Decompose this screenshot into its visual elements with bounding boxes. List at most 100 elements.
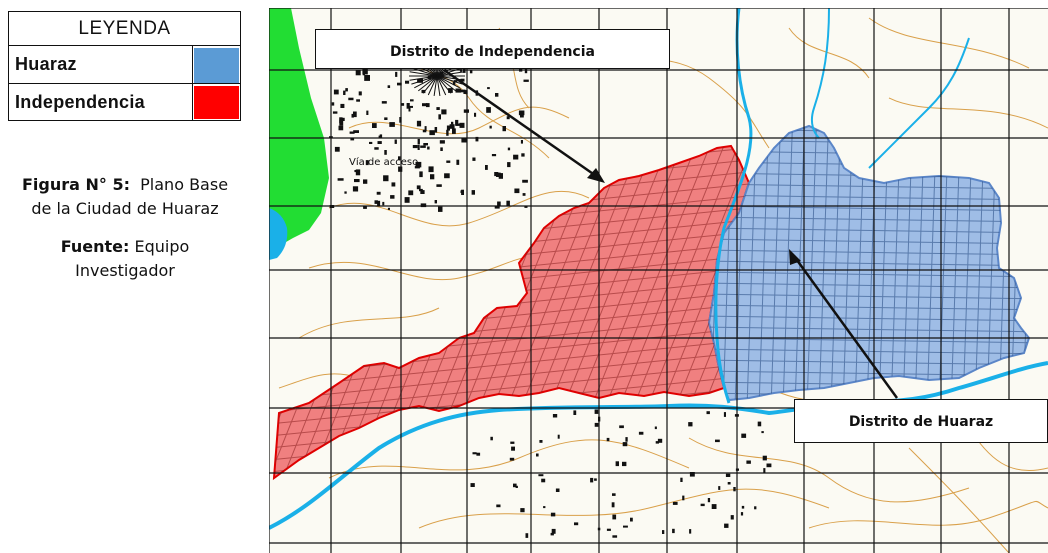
legend-divider: [192, 46, 193, 121]
building: [440, 147, 443, 151]
building: [555, 488, 560, 492]
building: [398, 166, 403, 172]
source-label: Fuente:: [60, 237, 130, 256]
arrow-huaraz: [792, 255, 899, 399]
building: [725, 473, 731, 477]
building: [715, 439, 720, 443]
building: [557, 434, 560, 439]
building: [511, 446, 515, 451]
building: [355, 69, 361, 76]
contour-line: [888, 97, 1048, 129]
building: [612, 514, 617, 520]
contour-line: [328, 439, 690, 479]
street-name: Vía de acceso: [349, 156, 418, 168]
building: [459, 69, 462, 72]
building: [507, 147, 511, 151]
building: [470, 483, 475, 487]
building: [472, 157, 476, 161]
building: [461, 137, 467, 143]
building: [762, 455, 767, 461]
building: [525, 533, 529, 538]
building: [509, 457, 515, 461]
building: [491, 154, 497, 157]
building: [498, 173, 503, 179]
building: [730, 515, 734, 520]
building: [419, 171, 423, 178]
building: [654, 426, 657, 430]
building: [761, 431, 764, 434]
building: [453, 80, 458, 83]
building: [353, 130, 359, 133]
building: [733, 487, 736, 492]
building: [606, 528, 611, 531]
contour-line: [348, 106, 570, 135]
building: [446, 129, 449, 136]
building: [382, 201, 385, 206]
arrow-head-independencia: [587, 168, 605, 183]
building: [520, 140, 523, 144]
building: [740, 512, 744, 516]
figure-description: Plano Base de la Ciudad de Huaraz: [31, 175, 229, 218]
building: [404, 197, 410, 203]
building: [486, 107, 491, 113]
building: [630, 517, 633, 522]
building: [475, 136, 479, 142]
city-map: Vía de acceso Distrito de Independencia …: [269, 8, 1048, 553]
building: [420, 203, 427, 208]
park-area: [269, 8, 329, 248]
building: [622, 442, 628, 447]
building: [552, 414, 558, 418]
radial-road: [436, 75, 447, 96]
building: [460, 190, 464, 193]
building: [469, 70, 473, 74]
building: [474, 112, 477, 117]
building: [341, 117, 345, 121]
building: [510, 441, 515, 444]
building: [419, 188, 423, 192]
label-independencia: Distrito de Independencia: [315, 29, 670, 69]
building: [405, 80, 410, 84]
building: [390, 195, 395, 199]
building: [757, 421, 762, 427]
building: [513, 154, 519, 160]
building: [523, 79, 529, 82]
building: [417, 138, 420, 145]
building: [655, 441, 659, 444]
building: [337, 178, 344, 181]
building: [521, 153, 525, 157]
radial-road: [436, 75, 452, 94]
building: [485, 165, 488, 170]
building: [452, 128, 456, 134]
building: [463, 109, 469, 113]
building: [394, 139, 397, 144]
building: [449, 124, 455, 129]
contour-line: [808, 501, 1048, 529]
building: [619, 425, 624, 429]
building: [455, 88, 462, 93]
building: [427, 146, 430, 150]
building: [416, 120, 422, 127]
building: [397, 82, 402, 86]
building: [657, 438, 663, 443]
street-line: [818, 126, 830, 400]
building: [682, 495, 685, 501]
radial-road: [414, 75, 438, 89]
building: [727, 482, 731, 485]
building: [408, 107, 411, 112]
building: [623, 525, 628, 528]
building: [366, 110, 369, 115]
building: [332, 111, 338, 114]
legend-item-huaraz: Huaraz: [9, 46, 240, 84]
building: [416, 185, 421, 190]
building: [339, 117, 343, 124]
building: [438, 114, 441, 120]
building: [420, 190, 425, 194]
building: [543, 506, 546, 509]
building: [597, 527, 601, 531]
building: [353, 111, 357, 118]
building: [514, 188, 520, 194]
building: [538, 474, 544, 477]
building: [420, 145, 426, 148]
radial-road: [436, 75, 463, 85]
label-huaraz: Distrito de Huaraz: [794, 399, 1048, 443]
